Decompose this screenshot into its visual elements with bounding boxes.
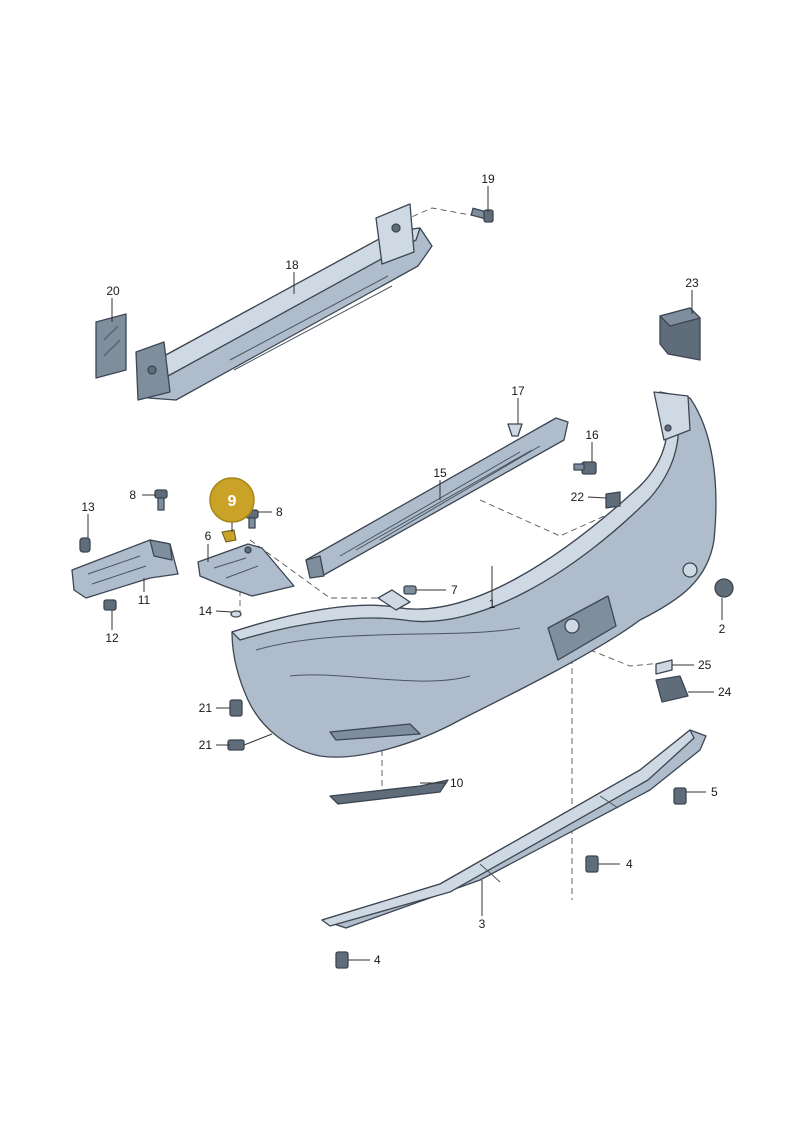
callout-23: 23 (685, 276, 699, 290)
callout-7: 7 (451, 583, 458, 597)
callout-19: 19 (481, 172, 495, 186)
callout-18: 18 (285, 258, 299, 272)
callout-4-lower: 4 (374, 953, 381, 967)
callout-8-left: 8 (129, 488, 136, 502)
callout-10: 10 (450, 776, 464, 790)
bumper-guide (305, 417, 569, 579)
callout-1: 1 (489, 597, 496, 611)
callout-17: 17 (511, 384, 525, 398)
callout-11: 11 (138, 593, 151, 607)
callout-13: 13 (81, 500, 95, 514)
bumper-cover (231, 391, 717, 758)
callout-8-right: 8 (276, 505, 283, 519)
diffuser-3 (321, 729, 707, 929)
reflector-strip-10 (329, 779, 449, 805)
callout-21-lower: 21 (199, 738, 213, 752)
block-23 (659, 307, 701, 361)
callout-16: 16 (585, 428, 599, 442)
callout-14: 14 (199, 604, 213, 618)
callout-5: 5 (711, 785, 718, 799)
callout-2: 2 (719, 622, 726, 636)
fasteners (79, 423, 734, 969)
callout-6: 6 (205, 529, 212, 543)
callout-12: 12 (105, 631, 119, 645)
callout-25: 25 (698, 658, 712, 672)
callout-3: 3 (479, 917, 486, 931)
callout-9-label: 9 (228, 493, 237, 510)
side-bracket-11 (71, 539, 179, 599)
bolt-19 (470, 207, 494, 223)
pad-20 (95, 313, 127, 379)
highlight-circle (209, 477, 255, 523)
callout-20: 20 (106, 284, 120, 298)
highlight-callout-9[interactable]: 9 (209, 477, 255, 523)
callout-labels: 1 2 3 4 4 5 6 7 8 8 10 11 12 13 14 15 16… (81, 172, 731, 967)
reinforcement-beam (135, 203, 433, 401)
leader-lines (87, 186, 723, 961)
callout-24: 24 (718, 685, 732, 699)
callout-22: 22 (571, 490, 585, 504)
callout-4-upper: 4 (626, 857, 633, 871)
callout-15: 15 (433, 466, 447, 480)
side-bracket-6 (197, 543, 295, 597)
callout-21-upper: 21 (199, 701, 213, 715)
